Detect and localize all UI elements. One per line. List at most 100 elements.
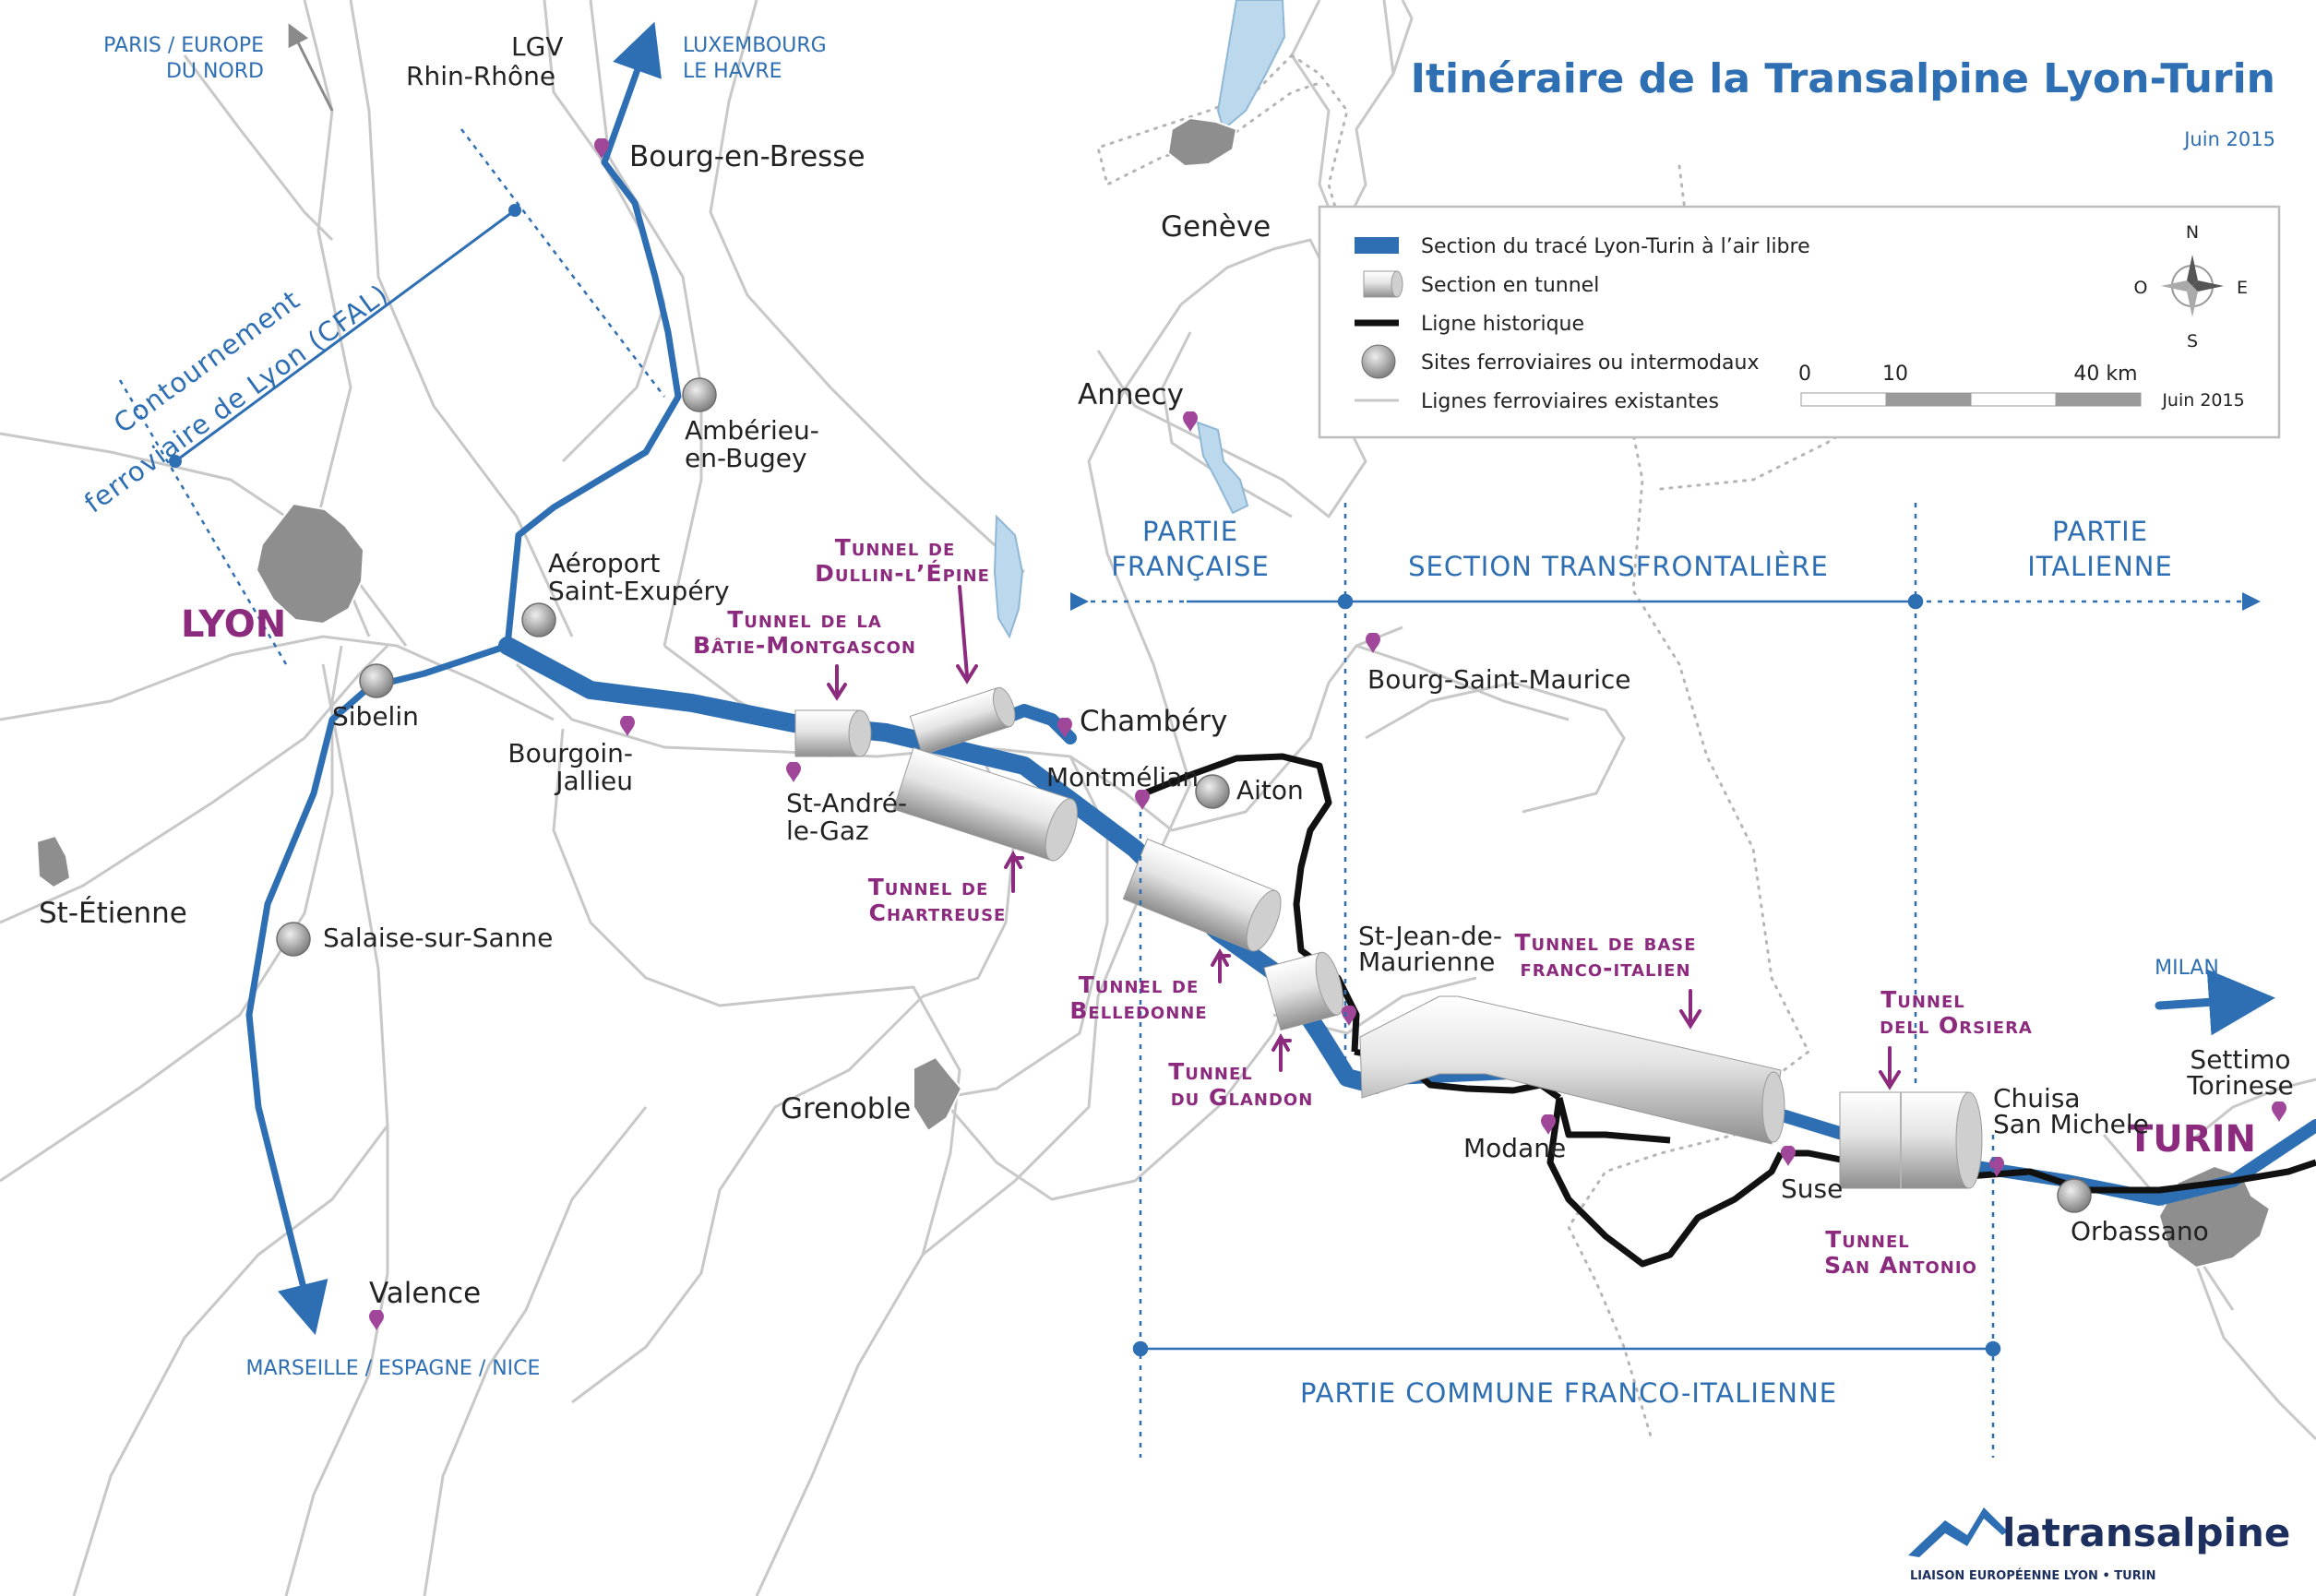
city-valence: Valence (369, 1277, 481, 1310)
logo-name: latransalpine (2002, 1510, 2290, 1555)
city-chuisa-1: Chuisa (1993, 1083, 2081, 1114)
city-bourg: Bourg-en-Bresse (629, 140, 866, 173)
legend-swatch-site (1361, 344, 1396, 379)
city-chuisa-2: San Michele (1993, 1109, 2149, 1139)
city-st-etienne: St-Étienne (39, 897, 187, 930)
city-amberieu-2: en-Bugey (685, 443, 807, 473)
tunnel-batie-shape (794, 709, 872, 757)
st-etienne-shape (35, 834, 72, 889)
city-montmelian: Montmélian (1046, 762, 1199, 792)
city-settimo-2: Torinese (2186, 1070, 2294, 1101)
section-lines (1070, 503, 2261, 1458)
section-francaise-2: FRANÇAISE (1111, 551, 1270, 582)
lgv-label-2: Rhin-Rhône (406, 61, 555, 91)
map-date: Juin 2015 (2182, 128, 2275, 150)
city-annecy: Annecy (1078, 378, 1184, 411)
tunnel-chartreuse-2: Chartreuse (869, 899, 1007, 926)
city-aiton: Aiton (1236, 775, 1304, 805)
section-francaise-1: PARTIE (1142, 516, 1238, 547)
site-sibelin (359, 663, 394, 698)
compass-s: S (2187, 331, 2198, 351)
city-bourgoin-1: Bourgoin- (507, 738, 633, 768)
tunnel-belledonne-1: Tunnel de (1079, 971, 1200, 998)
tunnel-glandon-1: Tunnel (1168, 1058, 1253, 1085)
tunnel-chartreuse-1: Tunnel de (868, 874, 989, 900)
compass-n: N (2186, 222, 2199, 243)
city-chambery: Chambéry (1080, 705, 1227, 738)
tunnel-dullin-2: Dullin-l’Épine (815, 560, 990, 587)
lyon-shape (255, 502, 365, 625)
dir-paris-1: PARIS / EUROPE (103, 34, 264, 57)
legend: Section du tracé Lyon-Turin à l’air libr… (1318, 205, 2281, 439)
city-bourgoin-2: Jallieu (554, 766, 633, 796)
grenoble-shape (913, 1055, 963, 1133)
city-st-andre-2: le-Gaz (786, 816, 869, 846)
city-st-andre-1: St-André- (786, 788, 907, 818)
section-commune: PARTIE COMMUNE FRANCO-ITALIENNE (1300, 1377, 1837, 1409)
city-amberieu-1: Ambérieu- (685, 415, 819, 446)
scale-10: 10 (1882, 363, 1908, 386)
tunnel-batie-2: Bâtie-Montgascon (693, 632, 916, 659)
tunnel-base-1: Tunnel de base (1514, 929, 1696, 956)
site-aiton (1195, 774, 1230, 809)
tunnel-glandon-2: du Glandon (1171, 1084, 1314, 1111)
tunnel-callouts (827, 585, 1901, 1090)
scale-bar (1800, 392, 2142, 407)
compass-e: E (2237, 278, 2248, 298)
city-aeroport-1: Aéroport (548, 548, 660, 578)
city-sibelin: Sibelin (332, 701, 419, 732)
legend-item-historic: Ligne historique (1421, 313, 1584, 336)
section-italienne-2: ITALIENNE (2027, 551, 2173, 582)
geneve-shape (1166, 116, 1238, 168)
city-modane: Modane (1463, 1133, 1566, 1163)
dir-lux-2: LE HAVRE (683, 60, 782, 83)
tunnel-san-antonio-2: San Antonio (1824, 1252, 1977, 1279)
tunnels (794, 686, 1983, 1189)
city-aeroport-2: Saint-Exupéry (548, 576, 730, 606)
tunnel-orsiera-2: dell Orsiera (1880, 1012, 2033, 1039)
city-st-jean-2: Maurienne (1358, 947, 1495, 977)
city-geneve: Genève (1161, 210, 1271, 244)
tunnel-batie-1: Tunnel de la (727, 606, 882, 633)
compass-w: O (2134, 278, 2148, 298)
tunnel-base-shape (1359, 995, 1785, 1145)
site-salaise (276, 922, 311, 957)
mountain-logo-icon (1908, 1507, 2008, 1557)
city-orbassano: Orbassano (2071, 1216, 2209, 1246)
dir-marseille: MARSEILLE / ESPAGNE / NICE (246, 1357, 541, 1380)
compass-icon (2161, 255, 2224, 317)
logo: latransalpine LIAISON EUROPÉENNE LYON • … (1908, 1507, 2290, 1583)
city-settimo-1: Settimo (2190, 1044, 2290, 1075)
map-title: Itinéraire de la Transalpine Lyon-Turin (1411, 55, 2275, 102)
lgv-label-1: LGV (511, 31, 563, 62)
tunnel-san-antonio-1: Tunnel (1825, 1226, 1910, 1253)
logo-tagline: LIAISON EUROPÉENNE LYON • TURIN (1910, 1568, 2155, 1583)
tunnel-belledonne-shape (1122, 838, 1282, 952)
direction-arrows (288, 23, 334, 112)
city-turin: TURIN (2128, 1118, 2256, 1161)
site-orbassano (2057, 1178, 2092, 1213)
railway-sites (276, 377, 2092, 1213)
scale-date: Juin 2015 (2161, 390, 2244, 411)
tunnel-orsiera-1: Tunnel (1880, 986, 1965, 1013)
scale-40: 40 km (2073, 363, 2137, 386)
city-salaise: Salaise-sur-Sanne (323, 923, 553, 953)
tunnel-belledonne-2: Belledonne (1069, 997, 1207, 1024)
dir-milan: MILAN (2155, 957, 2219, 980)
legend-item-rail: Lignes ferroviaires existantes (1421, 390, 1719, 413)
section-transfrontaliere: SECTION TRANSFRONTALIÈRE (1408, 551, 1829, 582)
legend-item-route: Section du tracé Lyon-Turin à l’air libr… (1421, 235, 1810, 258)
tunnel-chartreuse-shape (892, 746, 1079, 862)
city-bourg-st-maurice: Bourg-Saint-Maurice (1367, 664, 1631, 695)
lakes (993, 0, 1286, 639)
city-suse: Suse (1781, 1173, 1843, 1204)
legend-item-sites: Sites ferroviaires ou intermodaux (1421, 351, 1760, 375)
section-italienne-1: PARTIE (2052, 516, 2148, 547)
city-st-jean-1: St-Jean-de- (1358, 921, 1502, 951)
tunnel-dullin-1: Tunnel de (835, 534, 956, 561)
dir-paris-2: DU NORD (166, 60, 264, 83)
tunnel-dullin-shape (909, 686, 1016, 756)
tunnel-base-2: franco-italien (1520, 955, 1690, 982)
site-amberieu (682, 377, 717, 412)
